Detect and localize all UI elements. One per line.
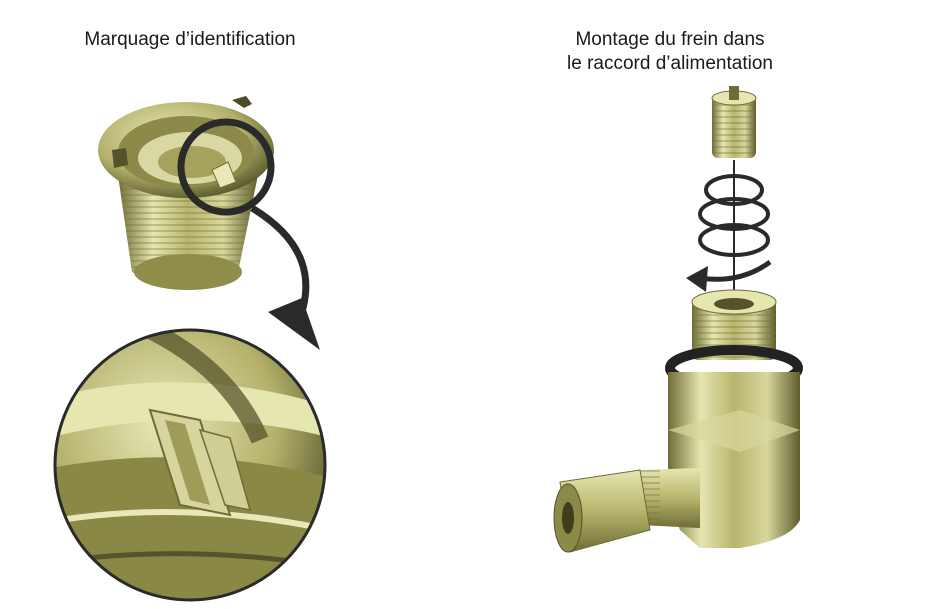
caption-identification-marking: Marquage d’identification (84, 29, 296, 50)
caption-brake-mounting-line2: le raccord d’alimentation (567, 53, 773, 74)
curved-arrow-icon (250, 205, 320, 350)
brake-screw (711, 86, 757, 158)
caption-brake-mounting-line1: Montage du frein dans (575, 29, 765, 50)
caption-brake-mounting: Montage du frein dans le raccord d’alime… (520, 28, 820, 76)
detail-circle-icon (177, 118, 275, 216)
magnified-detail (53, 328, 327, 602)
spring-coil-icon (698, 174, 770, 257)
rotation-arrow-icon (686, 259, 772, 292)
elbow-fitting (553, 289, 803, 553)
